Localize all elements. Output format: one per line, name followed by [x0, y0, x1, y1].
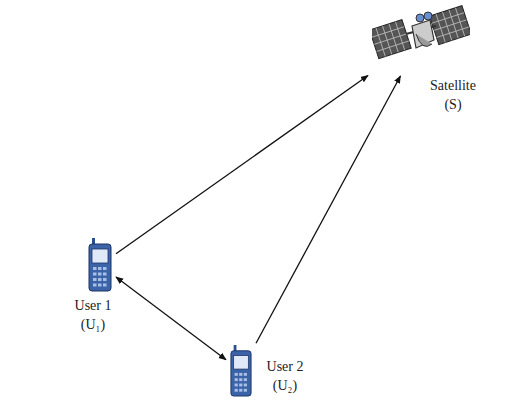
- user-node: User 1 (U₁): [88, 238, 112, 292]
- node-label: Satellite (S): [422, 76, 484, 114]
- link-arrow: [116, 75, 368, 253]
- link-arrow: [256, 76, 400, 343]
- node-label: User 2 (U₂): [254, 357, 316, 395]
- phone-icon: [88, 238, 112, 292]
- satellite-node: Satellite (S): [372, 4, 470, 72]
- node-label: User 1 (U₁): [62, 296, 124, 334]
- user-node: User 2 (U₂): [230, 345, 252, 397]
- link-arrow: [116, 277, 226, 360]
- phone-icon: [230, 345, 252, 397]
- satellite-icon: [372, 4, 470, 72]
